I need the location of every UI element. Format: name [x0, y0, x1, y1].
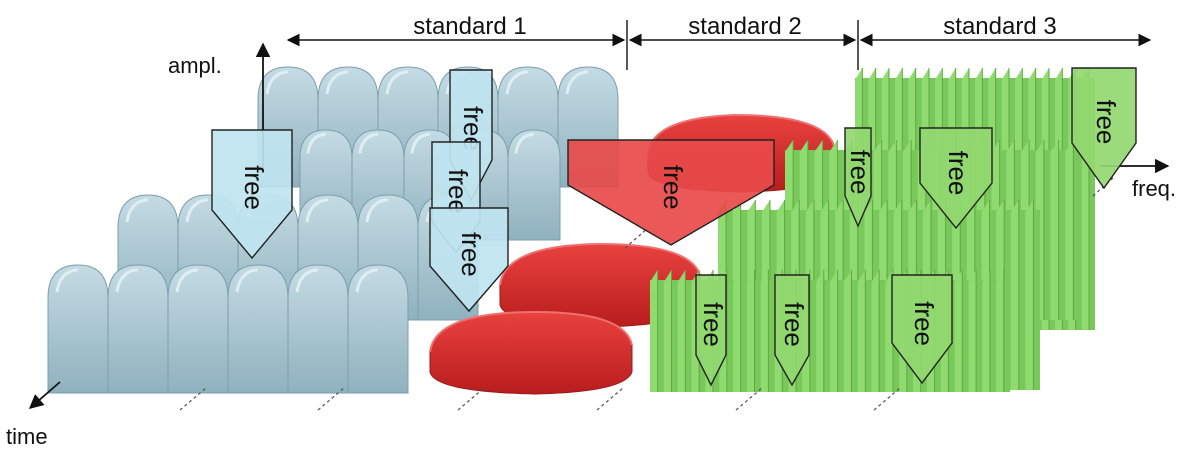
free-zone: free [211, 129, 293, 260]
free-zone: free [844, 127, 875, 228]
free-zone-label: free [239, 165, 269, 210]
standard-2-label: standard 2 [688, 13, 801, 40]
free-zone: free [567, 139, 775, 246]
free-zone: free [429, 207, 509, 313]
free-zone: free [774, 274, 810, 387]
free-zone-label: free [943, 151, 973, 196]
free-zone-label: free [845, 150, 875, 195]
blue-arch-block [287, 264, 349, 394]
standard-1-label: standard 1 [413, 13, 526, 40]
standard-2-signal-blocks [429, 113, 836, 395]
free-zone: free [695, 274, 728, 387]
amplitude-axis-label: ampl. [168, 53, 222, 78]
free-zone-label: free [1091, 100, 1121, 145]
free-zone-markers: free free free free free free free free free free… [211, 67, 1137, 387]
time-axis [28, 381, 61, 409]
free-zone-label: free [779, 302, 809, 347]
free-zone-label: free [658, 165, 688, 210]
blue-arch-block [507, 129, 561, 241]
time-axis-label: time [6, 424, 48, 449]
blue-arch-block [47, 264, 109, 394]
free-zone-label: free [443, 169, 473, 214]
free-zone: free [1071, 67, 1137, 190]
frequency-axis-label: freq. [1132, 176, 1176, 201]
blue-arch-block [107, 264, 169, 394]
blue-arch-block [347, 264, 409, 394]
standard-ranges: standard 1 standard 2 standard 3 [286, 13, 1152, 70]
free-zone-label: free [909, 301, 939, 346]
blue-arch-block [167, 264, 229, 394]
free-zone-label: free [456, 232, 486, 277]
blue-arch-block [227, 264, 289, 394]
free-zone-label: free [698, 302, 728, 347]
free-zone: free [891, 274, 953, 385]
red-disc [429, 310, 633, 395]
free-zone: free [919, 127, 993, 230]
standard-3-label: standard 3 [943, 13, 1056, 40]
